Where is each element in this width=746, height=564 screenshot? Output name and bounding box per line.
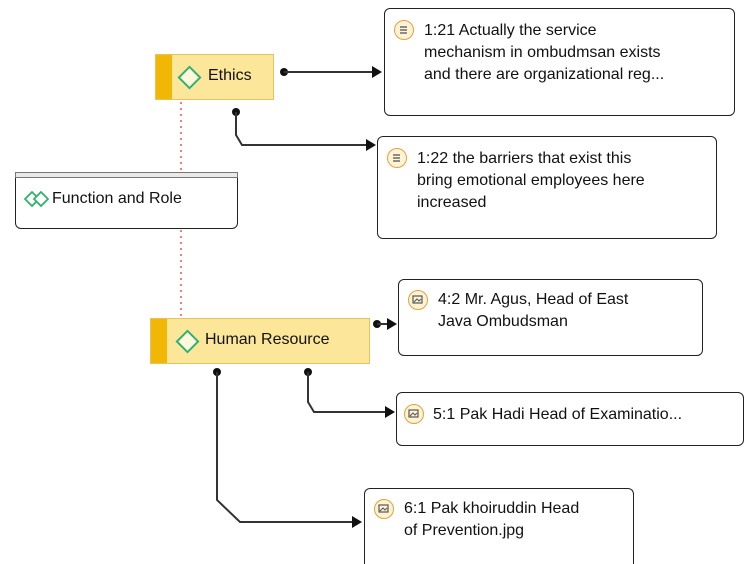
quotation-node[interactable]: 5:1 Pak Hadi Head of Examinatio... (396, 392, 744, 446)
image-document-icon (404, 404, 424, 424)
code-label: Ethics (208, 67, 252, 84)
quotation-text: 5:1 Pak Hadi Head of Examinatio... (433, 404, 682, 426)
quotation-node[interactable]: 6:1 Pak khoiruddin Head of Prevention.jp… (364, 488, 634, 564)
link-ethics-to-q1[interactable] (280, 66, 382, 78)
code-color-bar (151, 319, 167, 363)
code-icon (177, 65, 202, 90)
quotation-line: bring emotional employees here (417, 172, 645, 189)
code-node-ethics[interactable]: Ethics (155, 54, 274, 100)
quotation-text: 6:1 Pak khoiruddin Head of Prevention.jp… (404, 498, 579, 542)
quotation-line: 5:1 Pak Hadi Head of Examinatio... (433, 406, 683, 423)
image-document-icon (374, 499, 394, 519)
quotation-node[interactable]: 4:2 Mr. Agus, Head of East Java Ombudsma… (398, 279, 703, 356)
quotation-line: mechanism in ombudmsan exists (424, 44, 661, 61)
quotation-node[interactable]: 1:22 the barriers that exist this bring … (377, 136, 717, 239)
quotation-line: and there are organizational reg... (424, 66, 665, 83)
link-ethics-to-q2[interactable] (232, 108, 376, 151)
code-group-node[interactable]: Function and Role (15, 172, 238, 229)
group-header-bar (15, 172, 238, 178)
quotation-line: 4:2 Mr. Agus, Head of East (438, 291, 629, 308)
text-document-icon (387, 148, 407, 168)
quotation-text: 1:22 the barriers that exist this bring … (417, 148, 645, 214)
quotation-line: Java Ombudsman (438, 313, 568, 330)
code-label: Human Resource (205, 331, 330, 348)
link-hr-to-q3[interactable] (373, 318, 397, 330)
link-hr-to-q5[interactable] (213, 368, 362, 528)
code-group-icon (24, 191, 50, 207)
code-node-human-resource[interactable]: Human Resource (150, 318, 370, 364)
code-icon (175, 329, 200, 354)
quotation-line: 6:1 Pak khoiruddin Head (404, 500, 580, 517)
image-document-icon (408, 290, 428, 310)
quotation-line: increased (417, 194, 487, 211)
quotation-node[interactable]: 1:21 Actually the service mechanism in o… (384, 8, 735, 116)
link-hr-to-q4[interactable] (304, 368, 395, 418)
text-document-icon (394, 20, 414, 40)
quotation-text: 4:2 Mr. Agus, Head of East Java Ombudsma… (438, 289, 628, 333)
quotation-line: of Prevention.jpg (404, 522, 525, 539)
code-color-bar (156, 55, 172, 99)
quotation-text: 1:21 Actually the service mechanism in o… (424, 20, 664, 86)
group-label: Function and Role (52, 190, 182, 207)
quotation-line: 1:22 the barriers that exist this (417, 150, 632, 167)
quotation-line: 1:21 Actually the service (424, 22, 597, 39)
